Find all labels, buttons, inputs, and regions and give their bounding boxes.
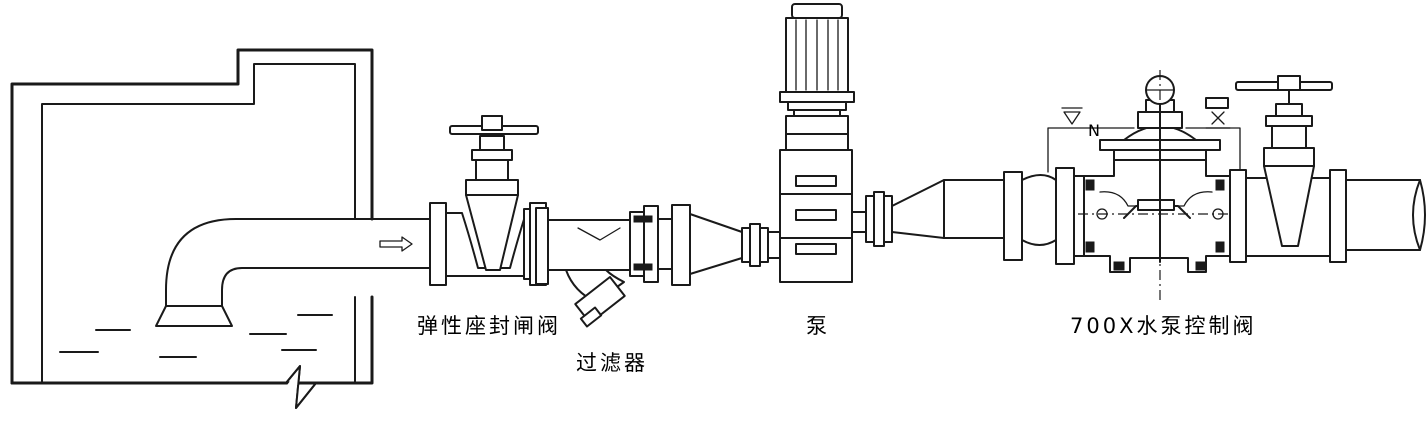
gate-valve — [429, 115, 547, 286]
increaser — [891, 179, 1005, 239]
water-tank — [10, 48, 374, 409]
suction-pipe — [155, 218, 431, 327]
y-strainer — [535, 205, 659, 328]
pump — [779, 3, 855, 283]
control-valve: N — [1003, 70, 1241, 300]
flow-arrow — [379, 236, 413, 252]
water-surface — [59, 314, 333, 358]
flange — [671, 204, 691, 286]
strainer-label: 过滤器 — [576, 351, 648, 375]
outlet-gate-valve — [1229, 75, 1347, 263]
reducer — [689, 213, 781, 275]
control-valve-label: 700X水泵控制阀 — [1070, 314, 1256, 338]
pump-label: 泵 — [806, 314, 830, 338]
discharge-flange — [865, 191, 893, 247]
pilot-label: N — [1088, 121, 1100, 140]
outlet-pipe — [1345, 179, 1426, 251]
gate-valve-label: 弹性座封闸阀 — [417, 314, 561, 338]
